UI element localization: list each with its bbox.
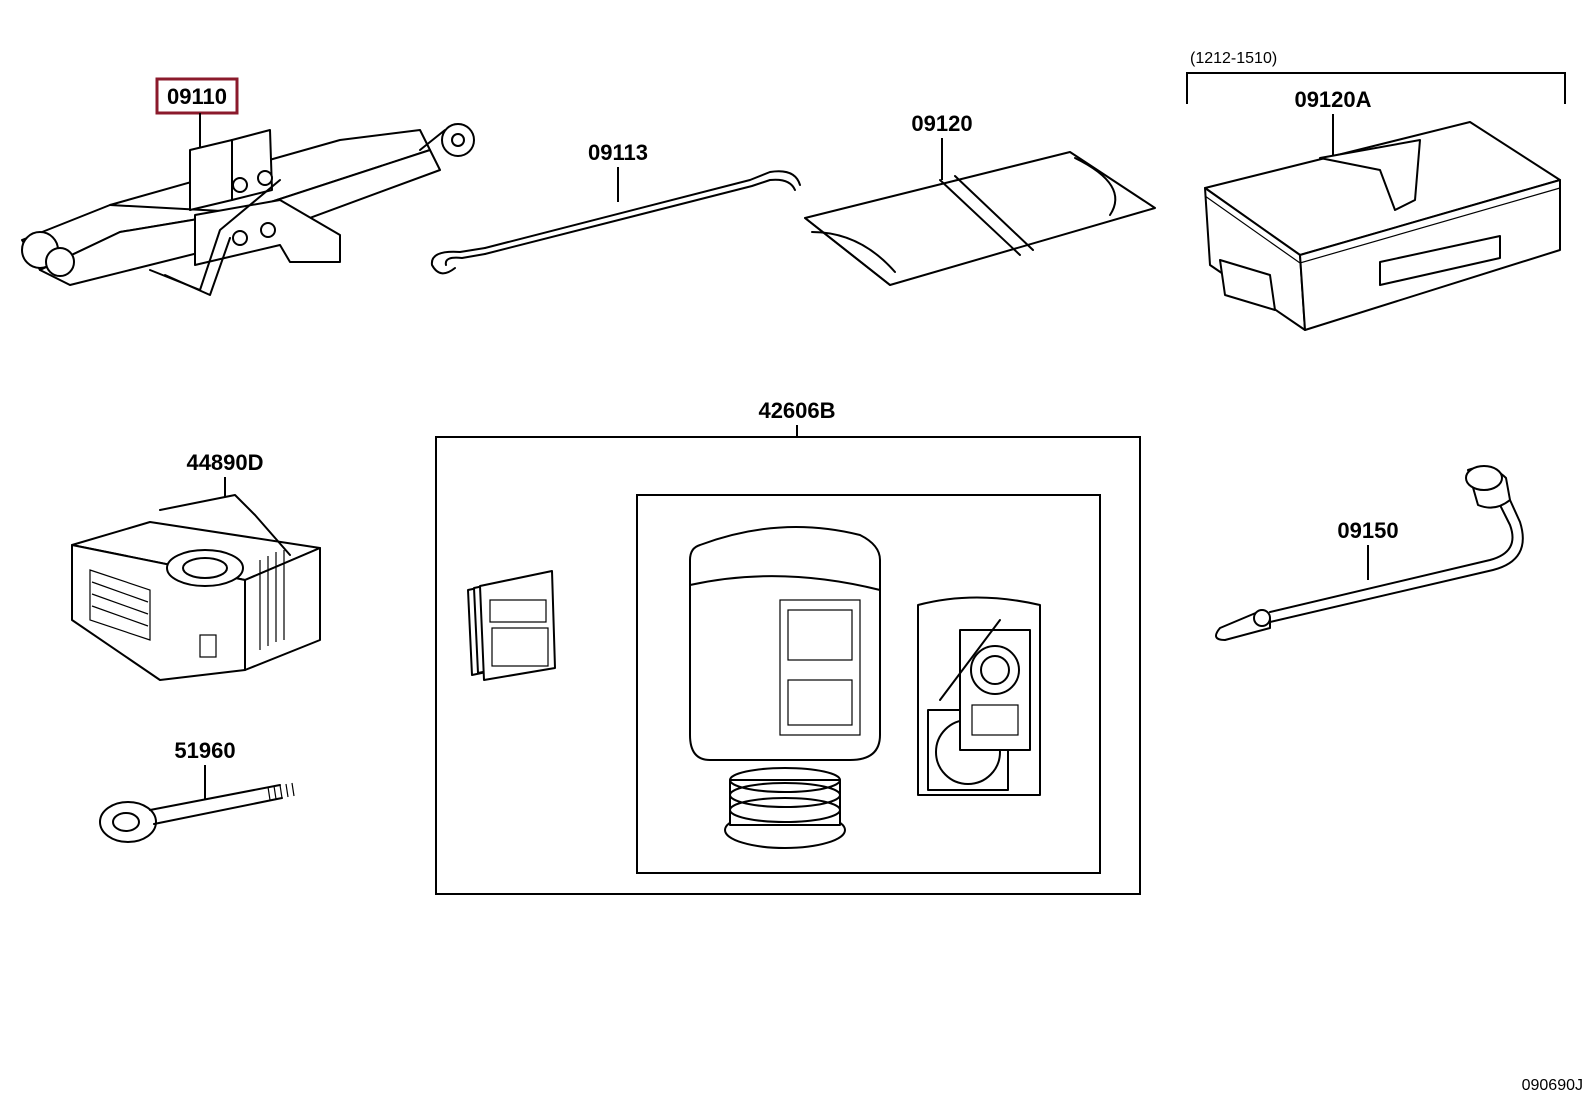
bracket — [1186, 72, 1566, 104]
label-range: (1212-1510) — [1190, 50, 1277, 67]
eye-bolt-part[interactable]: 51960 — [99, 738, 295, 843]
jack-handle-part[interactable]: 09113 — [430, 140, 801, 275]
diagram-code: 090690J — [1522, 1077, 1583, 1094]
tool-box-part[interactable]: (1212-1510) 09120A — [1186, 50, 1566, 331]
label-44890D[interactable]: 44890D — [186, 450, 263, 475]
sealant-kit-part[interactable]: 42606B — [435, 398, 1141, 895]
tool-bag-part[interactable]: 09120 — [804, 111, 1156, 286]
label-09120A[interactable]: 09120A — [1294, 87, 1371, 112]
jack-part[interactable]: 09110 — [21, 77, 475, 296]
label-09113[interactable]: 09113 — [588, 140, 648, 165]
compressor-part[interactable]: 44890D — [71, 450, 321, 681]
kit-frame — [435, 436, 1141, 895]
wrench-part[interactable]: 09150 — [1215, 465, 1524, 641]
label-42606B[interactable]: 42606B — [758, 398, 835, 423]
label-09120[interactable]: 09120 — [911, 111, 972, 136]
instruction-sheets — [467, 570, 556, 681]
warning-stickers — [917, 596, 1041, 796]
label-51960[interactable]: 51960 — [174, 738, 235, 763]
highlight-box — [155, 77, 239, 115]
bottle-frame — [636, 494, 1101, 874]
sealant-bottle — [689, 526, 881, 849]
label-09110[interactable]: 09110 — [167, 84, 227, 109]
label-09150[interactable]: 09150 — [1337, 518, 1398, 543]
